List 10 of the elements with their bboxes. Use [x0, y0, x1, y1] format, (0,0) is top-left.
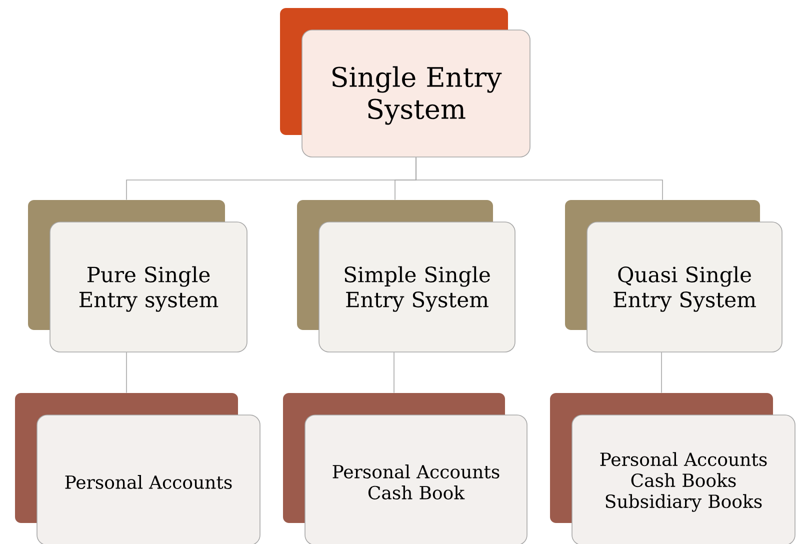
process-box: Simple Single Entry System — [297, 200, 516, 352]
process-box: Personal Accounts Cash Books Subsidiary Books — [550, 393, 796, 544]
process-box: Pure Single Entry system — [28, 200, 248, 352]
connector-line — [661, 352, 662, 394]
process-box: Personal Accounts — [15, 393, 260, 544]
process-box: Quasi Single Entry System — [565, 200, 782, 352]
process-box: Single Entry System — [280, 8, 530, 158]
connector-line — [126, 352, 127, 394]
connector-line — [416, 157, 663, 200]
process-box: Personal Accounts Cash Book — [283, 393, 528, 544]
